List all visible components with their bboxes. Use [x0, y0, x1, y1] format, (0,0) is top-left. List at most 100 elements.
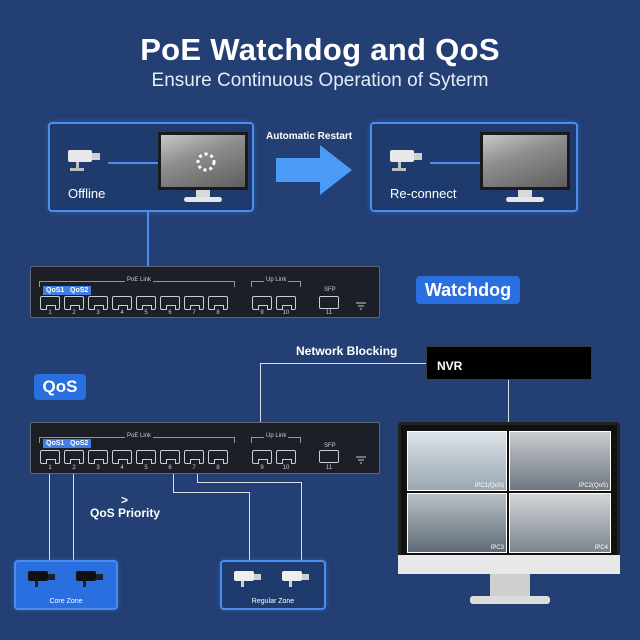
regular-zone-panel: Regular Zone — [220, 560, 326, 610]
port-number: 10 — [282, 310, 290, 316]
watchdog-connector-line — [147, 212, 149, 296]
core-line — [49, 474, 50, 564]
offline-monitor-screen — [158, 132, 248, 190]
qos2-tag: QoS2 — [67, 439, 92, 448]
camera-icon — [28, 571, 55, 587]
port-number: 9 — [260, 310, 264, 316]
regular-zone-label: Regular Zone — [251, 598, 295, 605]
monitor-stand — [518, 190, 532, 198]
camera-icon — [76, 571, 103, 587]
sfp-label: SFP — [324, 287, 336, 293]
monitor-base — [184, 197, 222, 202]
connection-line — [108, 162, 158, 164]
port-number: 7 — [192, 310, 196, 316]
reconnect-label: Re-connect — [390, 186, 457, 201]
port-number: 11 — [325, 310, 333, 316]
network-line — [260, 363, 426, 364]
reconnect-monitor-screen — [480, 132, 570, 190]
camera-tile-4: IPC4 — [509, 493, 611, 553]
port-number: 9 — [260, 465, 264, 471]
nvr-label: NVR — [437, 359, 463, 373]
priority-symbol: > — [121, 493, 129, 507]
port-3 — [88, 450, 108, 464]
offline-label: Offline — [68, 186, 106, 201]
port-number: 1 — [48, 310, 52, 316]
port-number: 1 — [48, 465, 52, 471]
port-number: 8 — [216, 465, 220, 471]
regular-line — [249, 492, 250, 560]
qos1-tag: QoS1 — [43, 439, 68, 448]
port-number: 6 — [168, 465, 172, 471]
port-3 — [88, 296, 108, 310]
port-number: 4 — [120, 465, 124, 471]
camera-tile-1: IPC1(QoS) — [407, 431, 507, 491]
port-number: 4 — [120, 310, 124, 316]
port-number: 3 — [96, 310, 100, 316]
ground-icon — [356, 456, 366, 464]
port-8 — [208, 450, 228, 464]
port-number: 6 — [168, 310, 172, 316]
port-10 — [276, 296, 296, 310]
poe-link-label: PoE Link — [125, 433, 154, 439]
camera-icon — [234, 571, 261, 587]
port-number: 7 — [192, 465, 196, 471]
sfp-label: SFP — [324, 443, 336, 449]
port-10 — [276, 450, 296, 464]
network-blocking-label: Network Blocking — [296, 344, 398, 358]
offline-panel: Offline — [48, 122, 254, 212]
sfp-port — [319, 450, 339, 463]
port-6 — [160, 296, 180, 310]
tile-label: IPC3 — [490, 545, 504, 551]
poe-link-label: PoE Link — [125, 277, 154, 283]
monitor-base — [506, 197, 544, 202]
port-4 — [112, 450, 132, 464]
core-zone-panel: Core Zone — [14, 560, 118, 610]
camera-icon — [282, 571, 309, 587]
arrow-right-icon — [276, 145, 352, 195]
network-line — [260, 363, 261, 437]
qos-priority-label: QoS Priority — [90, 506, 161, 520]
port-number: 10 — [282, 465, 290, 471]
port-2 — [64, 296, 84, 310]
port-number: 5 — [144, 465, 148, 471]
port-number: 8 — [216, 310, 220, 316]
tile-label: IPC2(QoS) — [578, 483, 608, 489]
connection-line — [430, 162, 480, 164]
sfp-port — [319, 296, 339, 309]
regular-line — [301, 482, 302, 560]
poe-switch-bottom: PoE Link QoS1 QoS2 Up Link SFP 1 2 3 4 5… — [30, 422, 380, 474]
regular-line — [173, 492, 249, 493]
nvr-monitor-line — [508, 380, 509, 424]
nvr-monitor: IPC1(QoS) IPC2(QoS) IPC3 IPC4 — [398, 422, 620, 574]
monitor-chin — [398, 555, 620, 574]
poe-switch-top: PoE Link QoS1 QoS2 Up Link SFP 1 2 3 4 5… — [30, 266, 380, 318]
port-5 — [136, 296, 156, 310]
port-number: 2 — [72, 310, 76, 316]
qos-badge: QoS — [34, 374, 86, 400]
surveillance-scene — [161, 135, 245, 187]
port-number: 5 — [144, 310, 148, 316]
uplink-label: Up Link — [264, 433, 289, 439]
camera-tile-3: IPC3 — [407, 493, 507, 553]
port-4 — [112, 296, 132, 310]
port-number: 11 — [325, 465, 333, 471]
page-subtitle: Ensure Continuous Operation of Syterm — [151, 70, 489, 91]
camera-icon — [390, 150, 422, 171]
regular-line — [197, 474, 198, 482]
port-9 — [252, 450, 272, 464]
port-1 — [40, 450, 60, 464]
ground-icon — [356, 302, 366, 310]
core-zone-label: Core Zone — [49, 598, 83, 605]
port-7 — [184, 450, 204, 464]
automatic-restart-label: Automatic Restart — [266, 131, 353, 142]
port-number: 3 — [96, 465, 100, 471]
reconnect-panel: Re-connect — [370, 122, 578, 212]
port-9 — [252, 296, 272, 310]
camera-icon — [68, 150, 100, 171]
monitor-stand — [196, 190, 210, 198]
camera-tile-2: IPC2(QoS) — [509, 431, 611, 491]
port-8 — [208, 296, 228, 310]
port-number: 2 — [72, 465, 76, 471]
port-7 — [184, 296, 204, 310]
regular-line — [197, 482, 301, 483]
